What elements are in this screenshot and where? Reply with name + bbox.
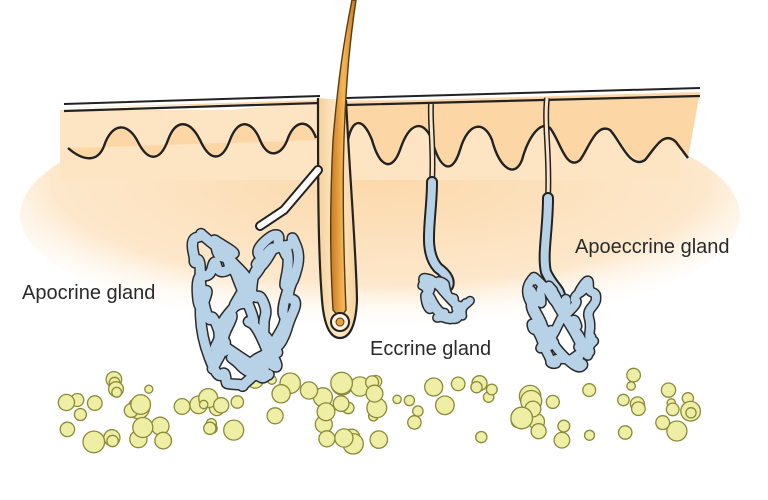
epidermis-layer <box>62 87 701 171</box>
fat-cell <box>582 383 597 398</box>
apocrine-gland-label: Apocrine gland <box>22 282 156 304</box>
fat-cell <box>553 431 571 449</box>
fat-cell <box>412 405 424 417</box>
fat-cell <box>626 367 642 383</box>
fat-cell <box>212 397 230 414</box>
eccrine-gland-coil <box>417 272 475 325</box>
fat-cell <box>660 382 677 398</box>
fat-cell <box>198 399 209 410</box>
fat-cell <box>223 419 245 441</box>
fat-cell <box>59 421 76 438</box>
fat-cell <box>73 407 88 422</box>
fat-cell <box>665 402 680 417</box>
eccrine-gland-label: Eccrine gland <box>370 338 492 360</box>
fat-cell <box>530 423 547 440</box>
fat-cell <box>475 430 488 444</box>
fat-cell <box>266 407 284 425</box>
fat-cell <box>392 394 402 405</box>
fat-cell <box>403 394 416 407</box>
fat-cell <box>316 402 336 422</box>
fat-cell <box>82 430 106 454</box>
fat-cell <box>510 406 534 430</box>
fat-cell <box>332 395 350 413</box>
apocrine-gland-coil <box>186 227 305 393</box>
fat-cell <box>666 420 688 442</box>
fat-cell <box>230 395 245 409</box>
apocrine-duct <box>255 165 323 231</box>
fat-cell <box>86 395 103 412</box>
fat-cell <box>424 377 444 397</box>
fat-cell <box>485 383 498 396</box>
apoeccrine-gland-coil <box>521 271 602 373</box>
fat-cell <box>626 381 636 391</box>
fat-cell <box>583 429 596 441</box>
fat-cell <box>334 428 354 448</box>
fat-cell <box>271 384 291 404</box>
fat-cell <box>630 401 646 417</box>
fat-cell <box>203 421 217 436</box>
fat-cell <box>111 386 123 398</box>
fat-cell <box>154 431 173 450</box>
fat-cell <box>545 394 560 410</box>
fat-cell <box>144 384 154 394</box>
fat-cell <box>57 393 76 412</box>
fat-cell <box>106 434 119 448</box>
fat-cell <box>318 430 336 448</box>
fat-cell <box>330 371 354 395</box>
fat-cell <box>299 381 319 400</box>
fat-cell <box>617 393 630 407</box>
fat-cell <box>132 416 154 439</box>
fat-cell <box>470 380 483 394</box>
fat-cell <box>369 430 389 449</box>
apoeccrine-gland-label: Apoeccrine gland <box>575 236 730 258</box>
fat-cell <box>450 376 466 392</box>
fat-cell <box>407 415 422 430</box>
fat-cell <box>685 407 697 419</box>
fat-cell <box>557 419 571 433</box>
fat-cell <box>130 394 152 415</box>
fat-cell <box>365 384 384 403</box>
hair-follicle <box>316 0 359 340</box>
fat-cell-layer <box>57 367 702 455</box>
fat-cell <box>434 395 455 416</box>
fat-cell <box>617 425 633 440</box>
fat-cell <box>655 415 671 431</box>
fat-cell <box>173 397 191 416</box>
